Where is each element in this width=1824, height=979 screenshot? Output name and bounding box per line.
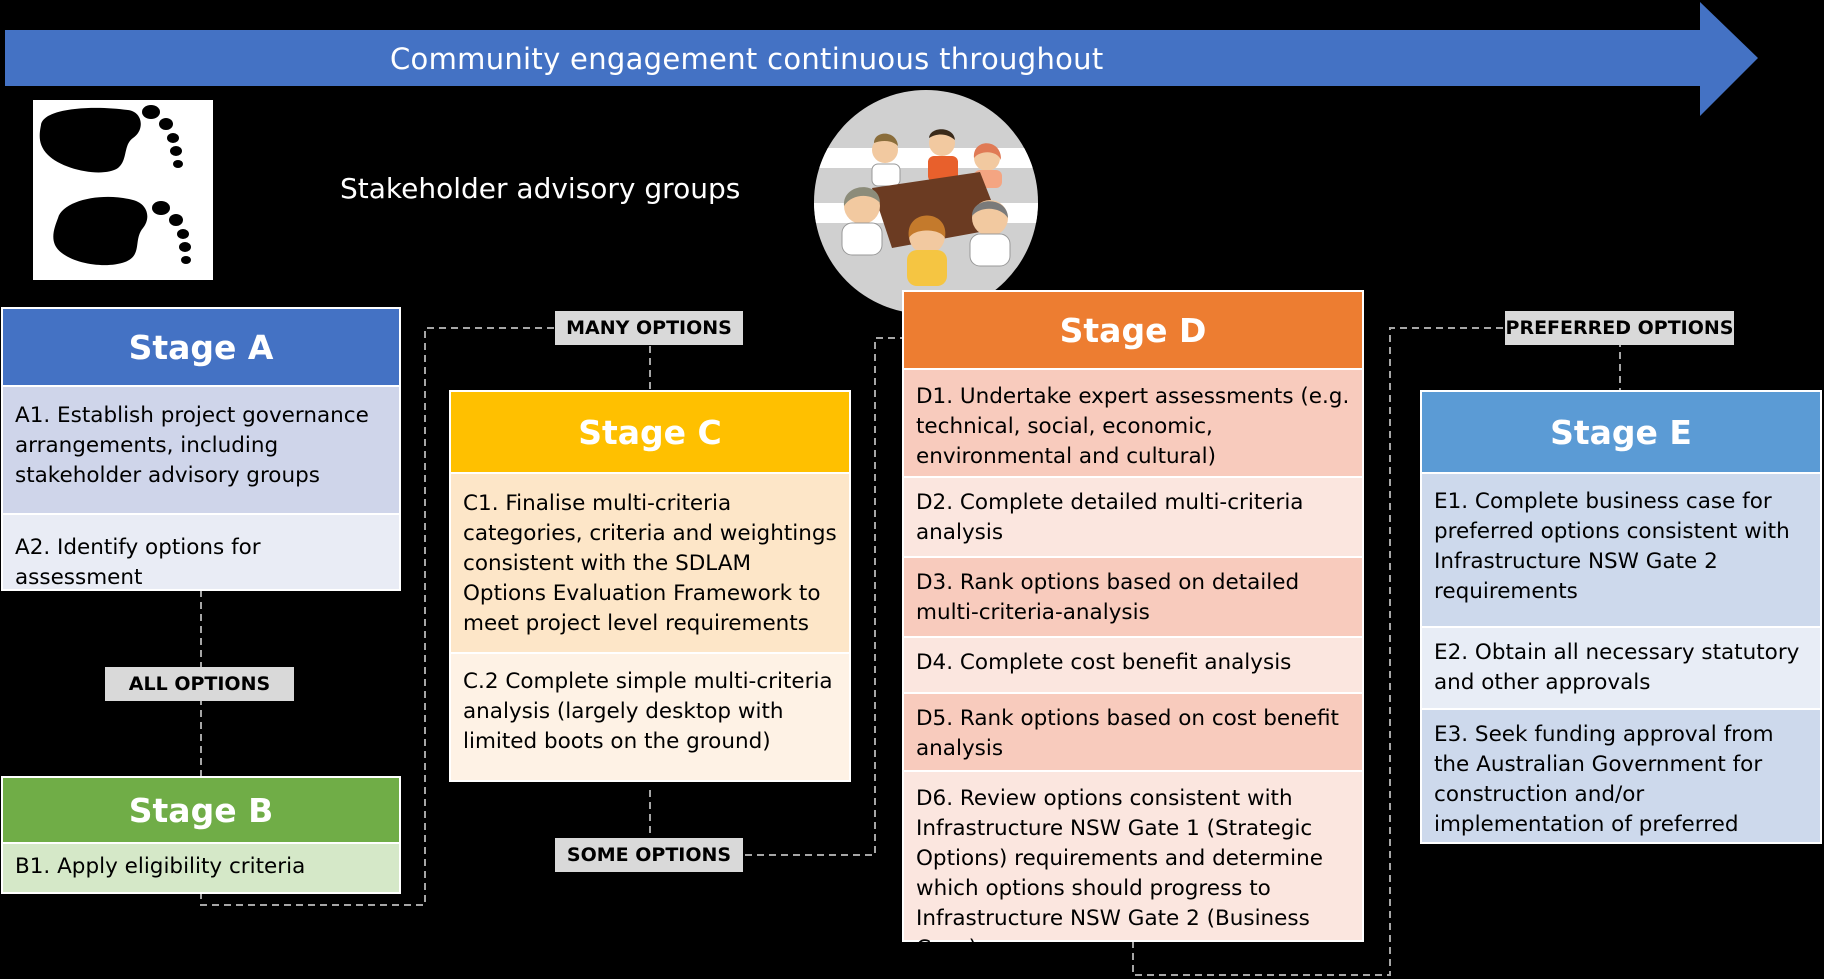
stage-d-item: D2. Complete detailed multi-criteria ana… (904, 476, 1362, 556)
advisory-groups-label: Stakeholder advisory groups (340, 172, 741, 205)
stage-d-item: D1. Undertake expert assessments (e.g. t… (904, 368, 1362, 476)
label-preferred-options: PREFERRED OPTIONS (1505, 311, 1734, 345)
stage-b-item: B1. Apply eligibility criteria (3, 842, 399, 892)
stage-a-item: A2. Identify options for assessment (3, 513, 399, 590)
stage-e-item: E1. Complete business case for preferred… (1422, 472, 1820, 626)
stage-d-item: D5. Rank options based on cost benefit a… (904, 692, 1362, 770)
stage-e-item: E2. Obtain all necessary statutory and o… (1422, 626, 1820, 708)
stage-e-title: Stage E (1422, 392, 1820, 472)
stage-c-box: Stage C C1. Finalise multi-criteria cate… (449, 390, 851, 782)
label-some-options: SOME OPTIONS (555, 838, 743, 872)
stage-c-title: Stage C (451, 392, 849, 472)
stage-a-item: A1. Establish project governance arrange… (3, 385, 399, 513)
stage-d-title: Stage D (904, 292, 1362, 368)
label-all-options: ALL OPTIONS (105, 667, 294, 701)
stage-c-item: C1. Finalise multi-criteria categories, … (451, 472, 849, 652)
footprints-icon (33, 100, 213, 280)
stage-d-item: D4. Complete cost benefit analysis (904, 636, 1362, 692)
stage-b-box: Stage B B1. Apply eligibility criteria (1, 776, 401, 894)
stage-d-item: D3. Rank options based on detailed multi… (904, 556, 1362, 636)
meeting-people-icon (812, 88, 1040, 316)
banner-text: Community engagement continuous througho… (390, 42, 1104, 76)
stage-c-item: C.2 Complete simple multi-criteria analy… (451, 652, 849, 780)
stage-a-title: Stage A (3, 309, 399, 385)
stage-b-title: Stage B (3, 778, 399, 842)
stage-d-item: D6. Review options consistent with Infra… (904, 770, 1362, 961)
label-many-options: MANY OPTIONS (555, 311, 743, 345)
stage-a-box: Stage A A1. Establish project governance… (1, 307, 401, 591)
stage-d-box: Stage D D1. Undertake expert assessments… (902, 290, 1364, 961)
stage-e-item: E3. Seek funding approval from the Austr… (1422, 708, 1820, 867)
stage-e-box: Stage E E1. Complete business case for p… (1420, 390, 1822, 867)
